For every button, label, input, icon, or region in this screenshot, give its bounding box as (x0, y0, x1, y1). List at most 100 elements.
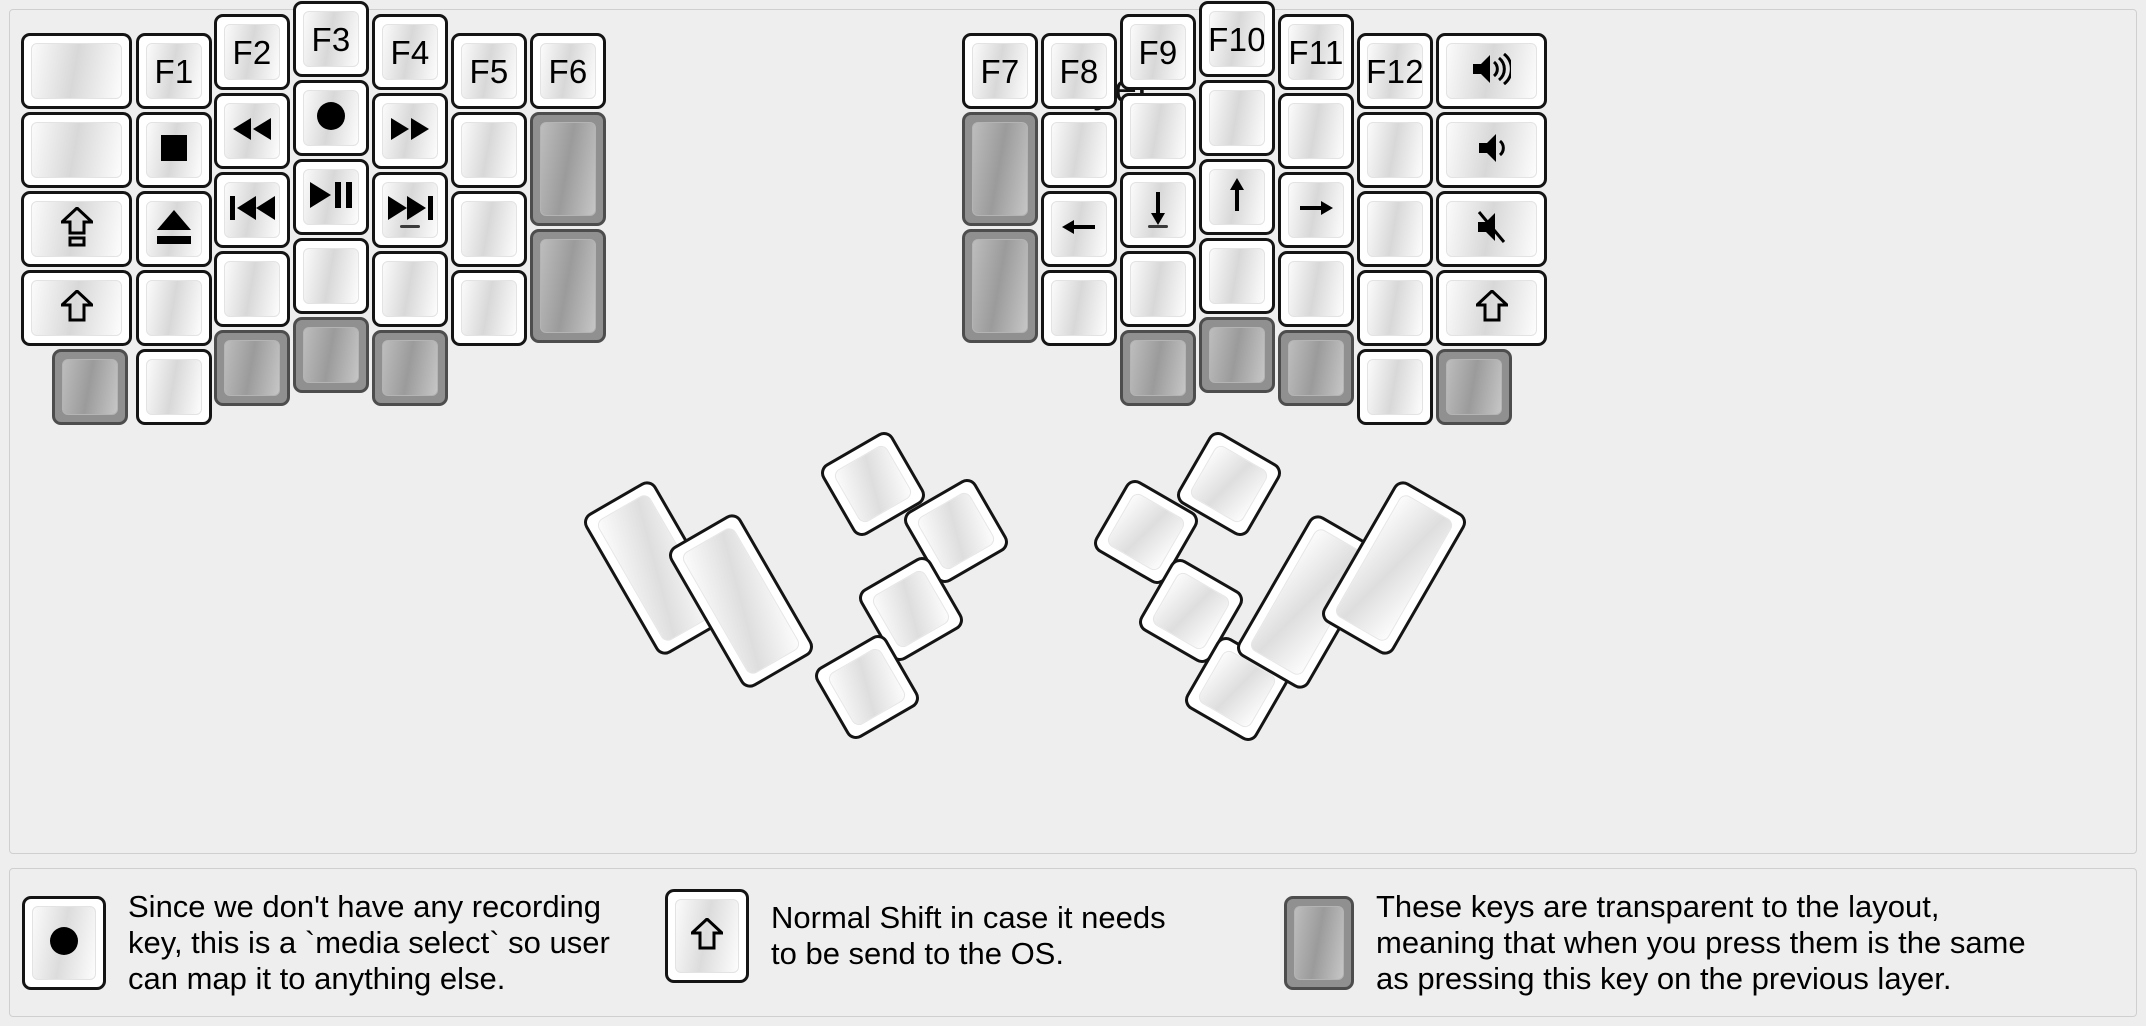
key-left-col-inner-1-1[interactable] (451, 112, 527, 188)
keycap-face: F2 (224, 24, 280, 80)
key-left-col-pinky-outer-3[interactable] (21, 270, 132, 346)
key-right-col-inner-1-1[interactable] (1041, 112, 1117, 188)
key-left-col-index-0[interactable]: F4 (372, 14, 448, 90)
keycap-face: F10 (1209, 11, 1265, 67)
keycap-face (303, 90, 359, 146)
key-left-col-middle-0[interactable]: F3 (293, 1, 369, 77)
key-left-col-pinky-4[interactable] (136, 349, 212, 425)
keycap-face (62, 359, 118, 415)
key-left-col-pinky-3[interactable] (136, 270, 212, 346)
key-right-col-pinky-outer-2[interactable] (1436, 191, 1547, 267)
key-right-col-middle-0[interactable]: F10 (1199, 1, 1275, 77)
key-left-col-ring-1[interactable] (214, 93, 290, 169)
keycap-face (382, 340, 438, 396)
key-left-col-pinky-outer-0[interactable] (21, 33, 132, 109)
keycap-face: F5 (461, 43, 517, 99)
key-label: F7 (980, 52, 1020, 90)
key-left-col-ring-3[interactable] (214, 251, 290, 327)
key-right-col-middle-3[interactable] (1199, 238, 1275, 314)
key-left-col-middle-4[interactable] (293, 317, 369, 393)
volume-up-icon (1472, 52, 1513, 89)
key-left-col-ring-4[interactable] (214, 330, 290, 406)
keycap-face (1367, 122, 1423, 178)
arrow-right-icon (1299, 196, 1333, 224)
key-left-col-index-1[interactable] (372, 93, 448, 169)
key-left-col-ring-2[interactable] (214, 172, 290, 248)
key-left-col-inner-1-2[interactable] (451, 191, 527, 267)
key-right-col-pinky-0[interactable]: F12 (1357, 33, 1433, 109)
key-left-col-inner-2-2[interactable] (530, 229, 606, 343)
caps-lock-icon (57, 205, 96, 252)
keycap-face (1446, 201, 1537, 257)
key-right-col-middle-2[interactable] (1199, 159, 1275, 235)
key-left-col-pinky-outer-1[interactable] (21, 112, 132, 188)
arrow-up-icon (1225, 178, 1249, 216)
key-right-col-index-2[interactable] (1120, 172, 1196, 248)
media-previous-icon (229, 196, 275, 224)
key-right-col-inner-1-2[interactable] (1041, 191, 1117, 267)
key-right-col-pinky-2[interactable] (1357, 191, 1433, 267)
keycap-face (1367, 201, 1423, 257)
keycap-face (1051, 201, 1107, 257)
key-left-col-pinky-1[interactable] (136, 112, 212, 188)
key-right-col-pinky-outer-3[interactable] (1436, 270, 1547, 346)
volume-mute-icon (1477, 211, 1506, 247)
key-right-col-ring-1[interactable] (1278, 93, 1354, 169)
key-right-col-pinky-outer-4[interactable] (1436, 349, 1512, 425)
keycap-face (1294, 905, 1344, 980)
keycap-face (1209, 90, 1265, 146)
key-right-col-pinky-4[interactable] (1357, 349, 1433, 425)
media-play-pause-icon (310, 182, 352, 212)
key-right-col-pinky-outer-1[interactable] (1436, 112, 1547, 188)
key-right-col-index-1[interactable] (1120, 93, 1196, 169)
key-right-col-inner-2-1[interactable] (962, 112, 1038, 226)
keycap-face (224, 103, 280, 159)
key-left-col-middle-3[interactable] (293, 238, 369, 314)
keycap-face (1130, 340, 1186, 396)
key-left-col-index-4[interactable] (372, 330, 448, 406)
legend-sample-key-1 (665, 889, 749, 983)
key-right-col-index-3[interactable] (1120, 251, 1196, 327)
key-left-col-index-2[interactable] (372, 172, 448, 248)
keycap-face (1446, 122, 1537, 178)
key-left-col-index-3[interactable] (372, 251, 448, 327)
keycap-face (31, 43, 122, 99)
key-right-col-inner-2-0[interactable]: F7 (962, 33, 1038, 109)
key-right-col-ring-0[interactable]: F11 (1278, 14, 1354, 90)
keycap-face (382, 261, 438, 317)
keycap-face (146, 122, 202, 178)
keycap-face (826, 646, 908, 728)
key-left-col-inner-1-3[interactable] (451, 270, 527, 346)
key-left-col-pinky-outer-2[interactable] (21, 191, 132, 267)
key-right-col-pinky-3[interactable] (1357, 270, 1433, 346)
key-right-col-ring-4[interactable] (1278, 330, 1354, 406)
media-next-icon (387, 196, 433, 224)
key-right-col-index-4[interactable] (1120, 330, 1196, 406)
key-left-col-middle-1[interactable] (293, 80, 369, 156)
key-left-col-inner-2-1[interactable] (530, 112, 606, 226)
keycap-face (461, 280, 517, 336)
key-left-col-inner-2-0[interactable]: F6 (530, 33, 606, 109)
key-right-col-inner-1-3[interactable] (1041, 270, 1117, 346)
key-right-col-middle-4[interactable] (1199, 317, 1275, 393)
key-left-col-middle-2[interactable] (293, 159, 369, 235)
key-right-col-inner-1-0[interactable]: F8 (1041, 33, 1117, 109)
key-right-col-pinky-outer-0[interactable] (1436, 33, 1547, 109)
key-right-col-ring-3[interactable] (1278, 251, 1354, 327)
keycap-face (224, 261, 280, 317)
keycap-face (972, 122, 1028, 216)
key-right-col-index-0[interactable]: F9 (1120, 14, 1196, 90)
key-left-col-ring-0[interactable]: F2 (214, 14, 290, 90)
key-right-col-pinky-1[interactable] (1357, 112, 1433, 188)
key-left-col-pinky-0[interactable]: F1 (136, 33, 212, 109)
key-left-col-inner-1-0[interactable]: F5 (451, 33, 527, 109)
key-left-col-pinky-outer-4[interactable] (52, 349, 128, 425)
keycap-face (32, 905, 96, 980)
key-right-col-ring-2[interactable] (1278, 172, 1354, 248)
key-left-col-pinky-2[interactable] (136, 191, 212, 267)
keycap-face (303, 248, 359, 304)
key-right-col-middle-1[interactable] (1199, 80, 1275, 156)
arrow-down-icon (1146, 191, 1170, 229)
key-right-col-inner-2-2[interactable] (962, 229, 1038, 343)
keycap-face: F1 (146, 43, 202, 99)
